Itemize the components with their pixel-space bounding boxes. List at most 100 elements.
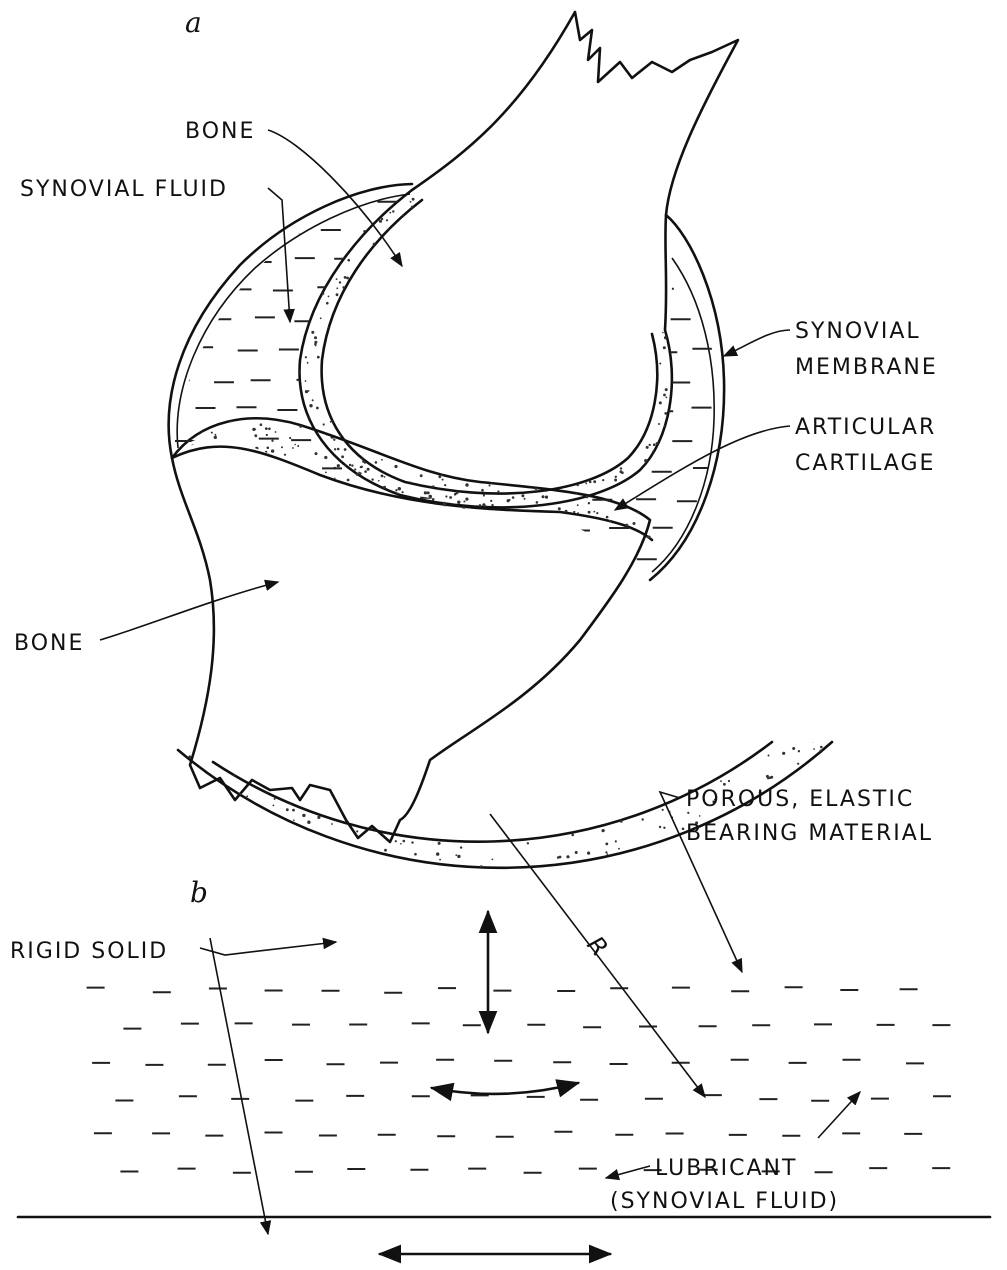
- stipple-dot: [575, 1131, 578, 1134]
- stipple-dot: [398, 932, 400, 934]
- stipple-dot: [389, 499, 391, 501]
- stipple-dot: [489, 485, 491, 487]
- stipple-dot: [649, 279, 652, 282]
- stipple-dot: [424, 491, 427, 494]
- stipple-dot: [623, 970, 625, 972]
- stipple-dot: [778, 1103, 781, 1106]
- stipple-dot: [331, 823, 333, 825]
- stipple-dot: [325, 198, 328, 201]
- stipple-dot: [683, 885, 685, 887]
- stipple-dot: [458, 327, 460, 329]
- stipple-dot: [513, 515, 515, 517]
- stipple-dot: [744, 751, 746, 753]
- stipple-dot: [665, 1149, 667, 1151]
- stipple-dot: [483, 494, 485, 496]
- stipple-dot: [723, 783, 726, 786]
- stipple-dot: [597, 482, 599, 484]
- stipple-dot: [467, 372, 470, 375]
- synovial-membrane-inner-right: [652, 258, 714, 572]
- stipple-dot: [275, 505, 277, 507]
- stipple-dot: [357, 412, 360, 415]
- stipple-dot: [595, 822, 597, 824]
- stipple-dot: [587, 255, 590, 258]
- stipple-dot: [528, 436, 531, 439]
- stipple-dot: [207, 507, 209, 509]
- stipple-dot: [600, 385, 602, 387]
- stipple-dot: [738, 1103, 741, 1106]
- stipple-dot: [474, 834, 477, 837]
- stipple-dot: [335, 409, 338, 412]
- stipple-dot: [485, 393, 487, 395]
- stipple-dot: [436, 852, 439, 855]
- stipple-dot: [666, 1108, 668, 1110]
- stipple-dot: [398, 1031, 400, 1033]
- stipple-dot: [584, 422, 587, 425]
- stipple-dot: [629, 382, 631, 384]
- stipple-dot: [682, 828, 685, 831]
- stipple-dot: [411, 841, 413, 843]
- stipple-dot: [401, 968, 403, 970]
- stipple-dot: [252, 968, 255, 971]
- stipple-dot: [577, 504, 579, 506]
- stipple-dot: [650, 376, 652, 378]
- stipple-dot: [430, 455, 432, 457]
- stipple-dot: [542, 482, 545, 485]
- stipple-dot: [215, 437, 217, 439]
- stipple-dot: [395, 1070, 397, 1072]
- stipple-dot: [630, 493, 633, 496]
- stipple-dot: [703, 1138, 706, 1141]
- stipple-dot: [512, 305, 515, 308]
- stipple-dot: [444, 484, 446, 486]
- stipple-dot: [359, 441, 362, 444]
- stipple-dot: [551, 463, 553, 465]
- stipple-dot: [344, 292, 346, 294]
- stipple-dot: [562, 388, 565, 391]
- stipple-dot: [542, 466, 544, 468]
- stipple-dot: [601, 310, 604, 313]
- stipple-dot: [618, 749, 620, 751]
- panel-b: b R POROUS, ELASTIC BEARING MATERIAL RIG…: [10, 739, 990, 1254]
- stipple-dot: [528, 423, 531, 426]
- stipple-dot: [657, 292, 659, 294]
- stipple-dot: [278, 543, 280, 545]
- stipple-dot: [361, 466, 363, 468]
- stipple-dot: [304, 1121, 306, 1123]
- stipple-dot: [602, 903, 605, 906]
- stipple-dot: [525, 533, 528, 536]
- stipple-dot: [655, 256, 658, 259]
- stipple-dot: [285, 774, 287, 776]
- stipple-dot: [489, 319, 491, 321]
- stipple-dot: [415, 411, 418, 414]
- stipple-dot: [587, 327, 590, 330]
- stipple-dot: [776, 1022, 778, 1024]
- stipple-dot: [528, 532, 530, 534]
- stipple-dot: [194, 488, 197, 491]
- stipple-dot: [275, 929, 278, 932]
- stipple-dot: [186, 1043, 188, 1045]
- stipple-dot: [574, 474, 576, 476]
- stipple-dot: [619, 401, 622, 404]
- stipple-dot: [505, 412, 508, 415]
- stipple-dot: [556, 244, 558, 246]
- stipple-dot: [382, 260, 384, 262]
- stipple-dot: [552, 1145, 555, 1148]
- stipple-dot: [436, 1067, 439, 1070]
- stipple-dot: [364, 470, 367, 473]
- stipple-dot: [384, 442, 386, 444]
- stipple-dot: [370, 993, 373, 996]
- stipple-dot: [261, 508, 264, 511]
- stipple-dot: [220, 510, 223, 513]
- stipple-dot: [794, 1111, 797, 1114]
- stipple-dot: [400, 392, 403, 395]
- stipple-dot: [632, 362, 635, 365]
- stipple-dot: [443, 457, 445, 459]
- stipple-dot: [623, 902, 625, 904]
- stipple-dot: [475, 213, 477, 215]
- stipple-dot: [190, 839, 193, 842]
- stipple-dot: [185, 1038, 188, 1041]
- stipple-dot: [602, 305, 605, 308]
- stipple-dot: [359, 472, 361, 474]
- stipple-dot: [596, 1096, 599, 1099]
- stipple-dot: [663, 827, 665, 829]
- stipple-dot: [579, 419, 582, 422]
